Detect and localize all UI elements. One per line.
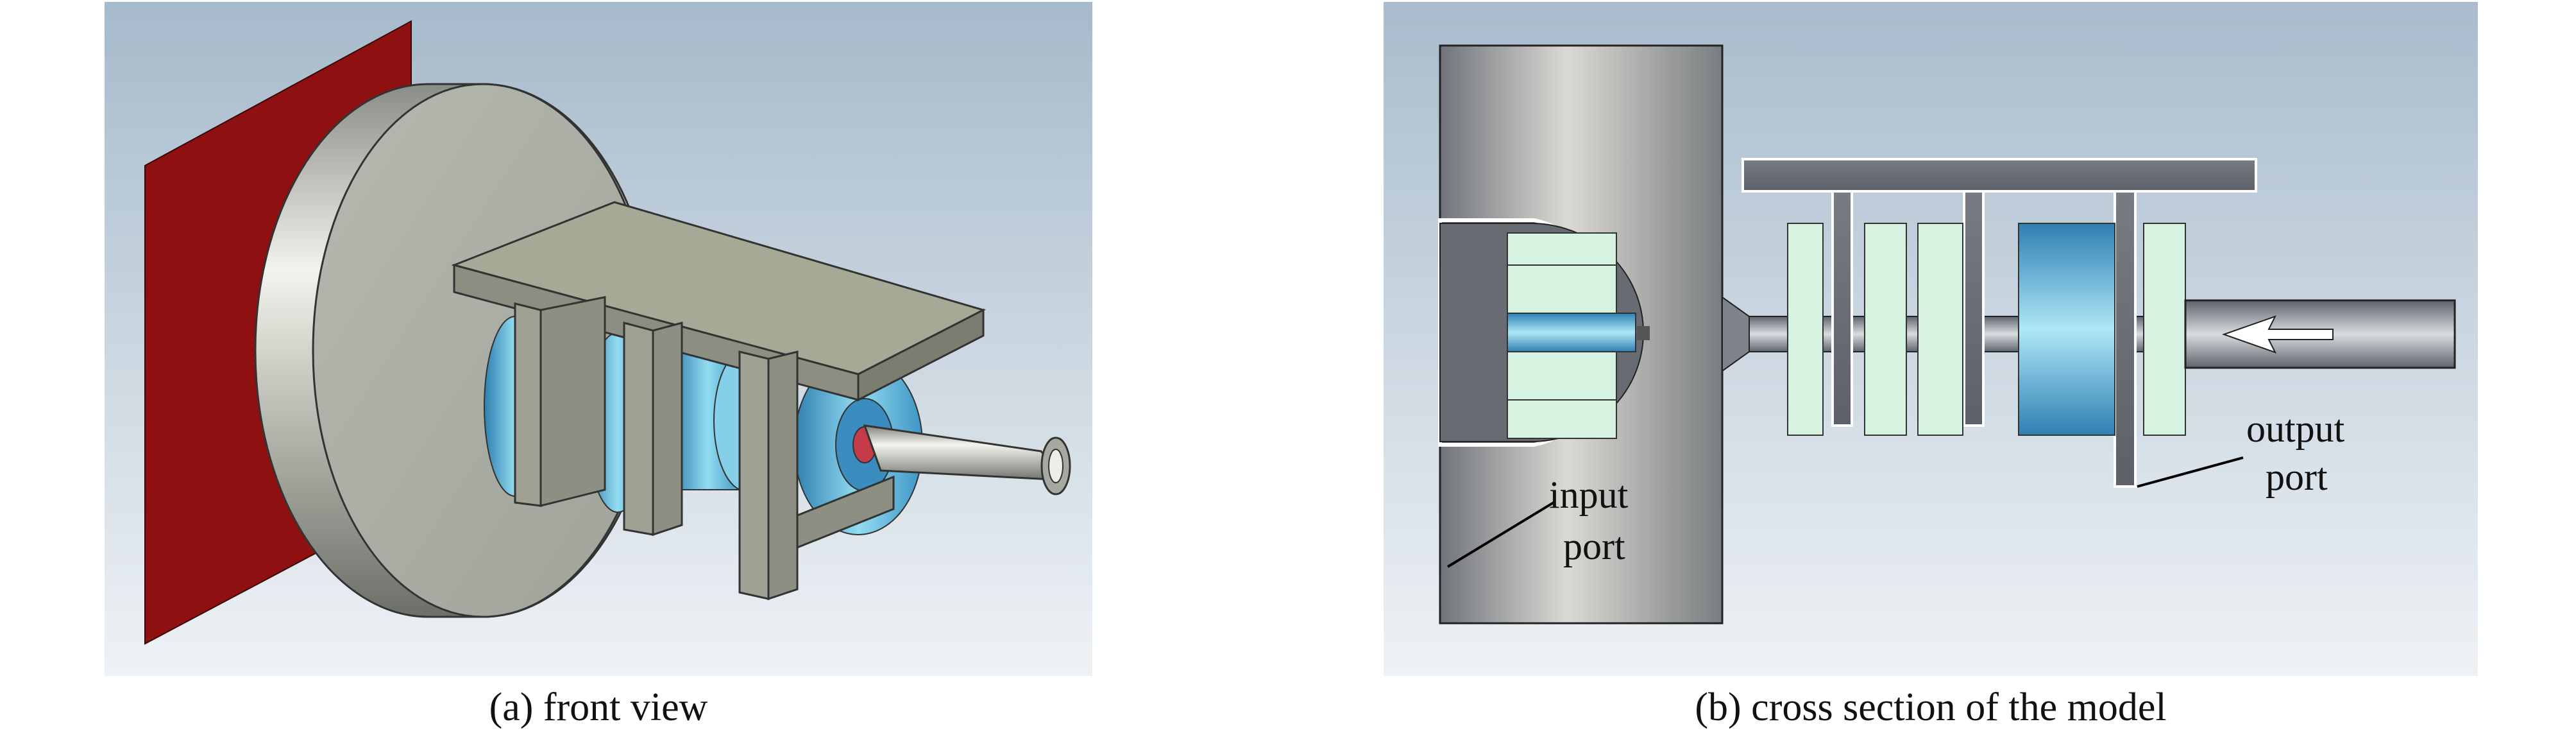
output-pipe-section [2184, 299, 2456, 369]
caption-front-view: (a) front view [489, 686, 708, 729]
cross-section-panel: input port output port [1384, 2, 2478, 676]
front-view-panel [105, 2, 1092, 676]
cavity-section [1438, 44, 1724, 625]
cross-section-diagram: input port output port [1384, 2, 2478, 676]
output-port-label-line2: port [2266, 456, 2328, 498]
output-port-pointer [2137, 456, 2244, 488]
input-port-label-line1: input [1549, 474, 1629, 516]
input-port-pointer [1446, 501, 1555, 568]
caption-cross-section: (b) cross section of the model [1695, 686, 2167, 729]
output-port-label-line1: output [2246, 408, 2345, 450]
arrow-icon [2221, 315, 2334, 354]
insulators [1787, 223, 2186, 436]
input-port-label-line2: port [1563, 525, 1625, 567]
front-view-diagram [105, 2, 1092, 676]
support-frame [1741, 158, 2257, 488]
support-bracket [451, 201, 987, 601]
output-pipe [863, 424, 1071, 496]
